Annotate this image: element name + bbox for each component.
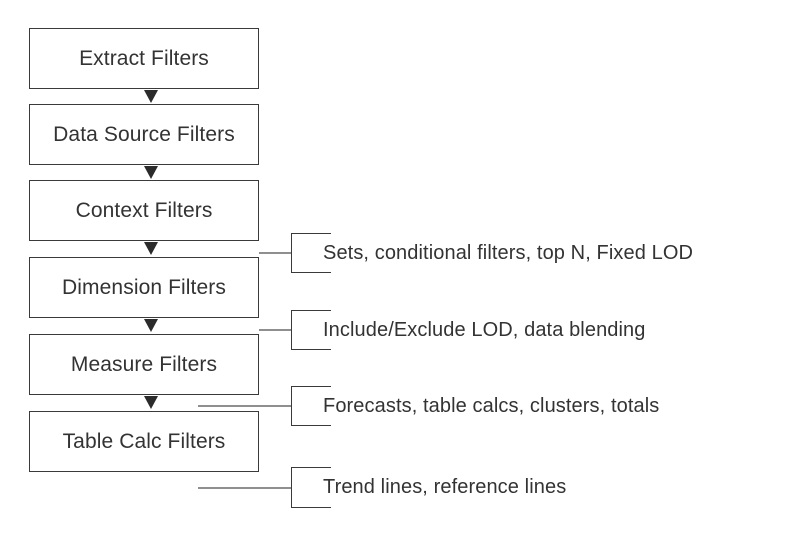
annotation-label-tablecalc: Forecasts, table calcs, clusters, totals [323, 395, 660, 417]
flow-box-context-filters[interactable]: Context Filters [29, 180, 259, 241]
flow-box-table-calc-filters[interactable]: Table Calc Filters [29, 411, 259, 472]
annotation-label-dimension: Sets, conditional filters, top N, Fixed … [323, 242, 694, 264]
flow-box-label: Measure Filters [70, 353, 218, 376]
flow-box-extract-filters[interactable]: Extract Filters [29, 28, 259, 89]
annotation-connector-line [198, 405, 292, 407]
flow-arrow-icon [144, 242, 158, 255]
flow-arrow-icon [144, 166, 158, 179]
flow-box-label: Table Calc Filters [62, 430, 226, 453]
flow-box-measure-filters[interactable]: Measure Filters [29, 334, 259, 395]
annotation-connector-line [259, 329, 292, 331]
annotation-connector-line [259, 252, 292, 254]
flow-arrow-icon [144, 396, 158, 409]
annotation-label-measure: Include/Exclude LOD, data blending [323, 319, 646, 341]
flow-box-label: Extract Filters [79, 47, 209, 70]
annotation-label-trend: Trend lines, reference lines [323, 476, 567, 498]
flow-box-label: Context Filters [75, 199, 213, 222]
flow-box-label: Data Source Filters [53, 123, 235, 146]
flow-box-dimension-filters[interactable]: Dimension Filters [29, 257, 259, 318]
flow-box-data-source-filters[interactable]: Data Source Filters [29, 104, 259, 165]
flow-arrow-icon [144, 90, 158, 103]
flow-box-label: Dimension Filters [62, 276, 226, 299]
annotation-connector-line [198, 487, 292, 489]
flow-arrow-icon [144, 319, 158, 332]
